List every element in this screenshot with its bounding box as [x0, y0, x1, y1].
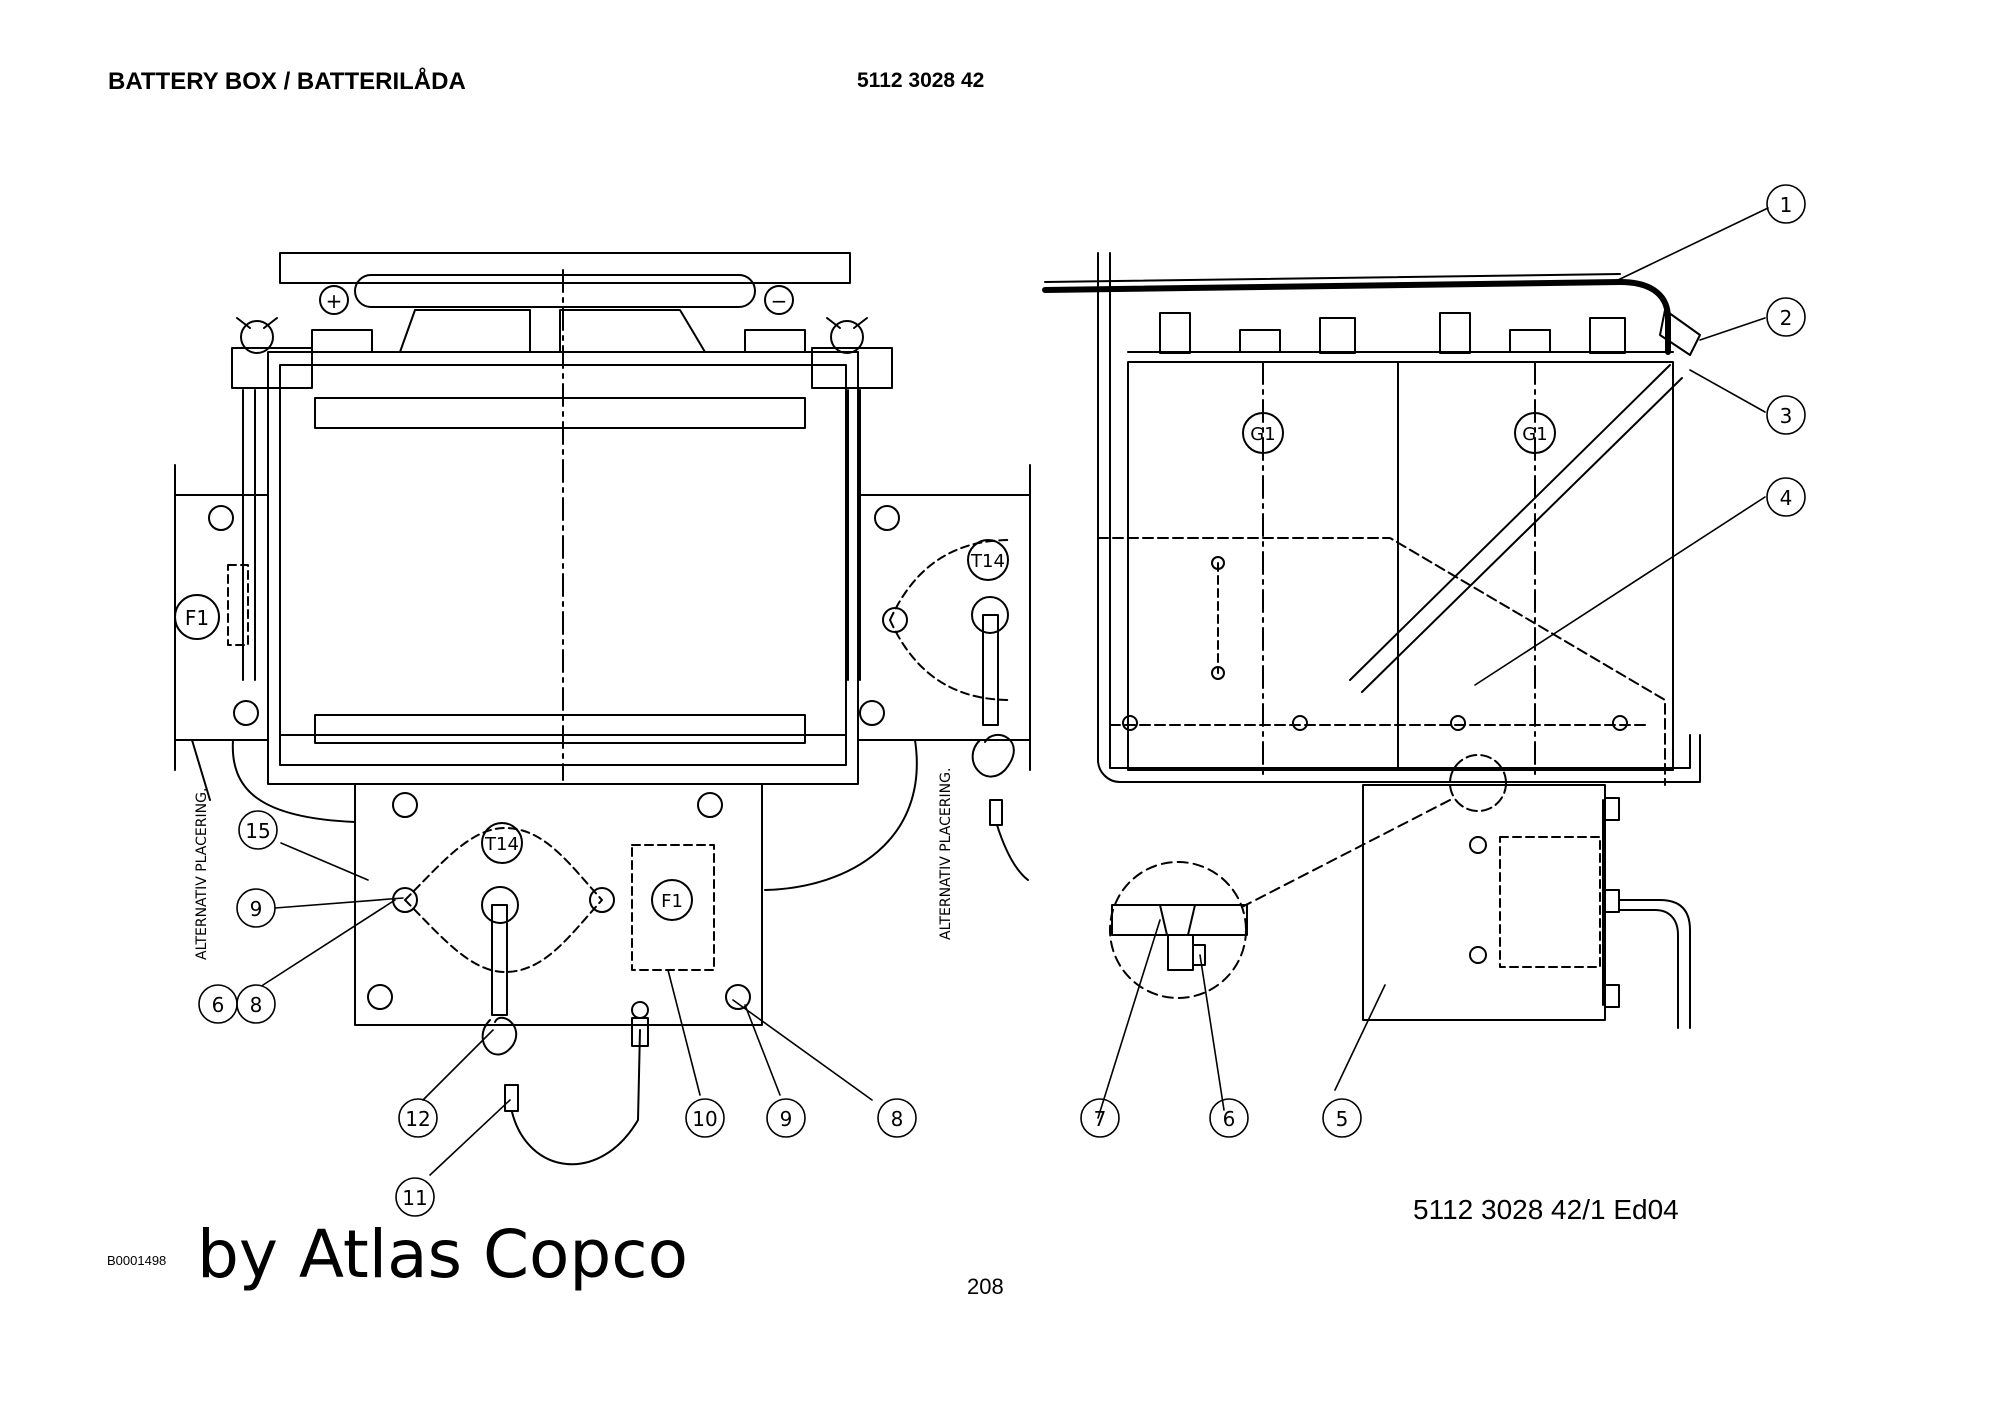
- terminal-minus-label: −: [771, 289, 788, 313]
- svg-text:8: 8: [891, 1107, 904, 1131]
- balloon-10: 10: [685, 1098, 725, 1138]
- balloon-15: 15: [238, 810, 278, 850]
- item-balloons: 1 2 3 4 5 6 7 8: [198, 184, 1806, 1217]
- svg-text:4: 4: [1780, 486, 1793, 510]
- svg-text:7: 7: [1094, 1107, 1107, 1131]
- svg-text:15: 15: [245, 819, 270, 843]
- svg-text:8: 8: [250, 993, 263, 1017]
- svg-text:5: 5: [1336, 1107, 1349, 1131]
- svg-text:1: 1: [1780, 193, 1793, 217]
- front-view: + − F1 ALTERNATIV PLACERING. T14 ALTERNA…: [174, 252, 1031, 1166]
- balloon-9: 9: [766, 1098, 806, 1138]
- document-reference: 5112 3028 42/1 Ed04: [1413, 1194, 1679, 1225]
- wing-nut-right: [811, 317, 893, 389]
- balloon-3: 3: [1766, 395, 1806, 435]
- image-id: B0001498: [107, 1253, 167, 1268]
- svg-text:3: 3: [1780, 404, 1793, 428]
- balloon-1: 1: [1766, 184, 1806, 224]
- tether-pin-right: [971, 596, 1029, 881]
- detail-view: [1109, 861, 1248, 999]
- t14-plate-label: T14: [484, 834, 519, 855]
- g1-label-a: G1: [1250, 424, 1275, 445]
- battery-terminal-minus: [744, 285, 806, 353]
- brand-watermark: by Atlas Copco: [197, 1216, 688, 1293]
- g1-label-b: G1: [1522, 424, 1547, 445]
- f1-plate-label: F1: [661, 891, 683, 912]
- f1-left-label: F1: [185, 606, 209, 630]
- side-view: G1 G1: [1042, 252, 1701, 1029]
- alt-placement-right: ALTERNATIV PLACERING.: [938, 768, 954, 940]
- t14-right-label: T14: [970, 551, 1005, 572]
- svg-text:6: 6: [212, 993, 225, 1017]
- balloon-12: 12: [398, 1098, 438, 1138]
- svg-text:11: 11: [402, 1186, 427, 1210]
- page-number: 208: [967, 1274, 1004, 1299]
- svg-text:9: 9: [780, 1107, 793, 1131]
- balloon-2: 2: [1766, 297, 1806, 337]
- battery-terminal-plus: [311, 285, 373, 353]
- svg-text:6: 6: [1223, 1107, 1236, 1131]
- balloon-5: 5: [1322, 1098, 1362, 1138]
- balloon-11: 11: [395, 1177, 435, 1217]
- balloon-6: 6: [1209, 1098, 1249, 1138]
- balloon-9-left: 9: [236, 888, 276, 928]
- mounting-plate: T14 F1: [354, 783, 763, 1166]
- svg-text:12: 12: [405, 1107, 430, 1131]
- svg-text:10: 10: [692, 1107, 717, 1131]
- svg-text:2: 2: [1780, 306, 1793, 330]
- part-number: 5112 3028 42: [857, 69, 985, 92]
- alt-placement-left: ALTERNATIV PLACERING.: [194, 788, 210, 960]
- balloon-8: 8: [877, 1098, 917, 1138]
- svg-text:9: 9: [250, 897, 263, 921]
- balloon-7: 7: [1080, 1098, 1120, 1138]
- balloon-6-left: 6: [198, 984, 238, 1024]
- terminal-plus-label: +: [326, 289, 343, 313]
- wing-nut-left: [231, 317, 313, 389]
- balloon-8-left: 8: [236, 984, 276, 1024]
- balloon-4: 4: [1766, 477, 1806, 517]
- page-title: BATTERY BOX / BATTERILÅDA: [108, 68, 466, 95]
